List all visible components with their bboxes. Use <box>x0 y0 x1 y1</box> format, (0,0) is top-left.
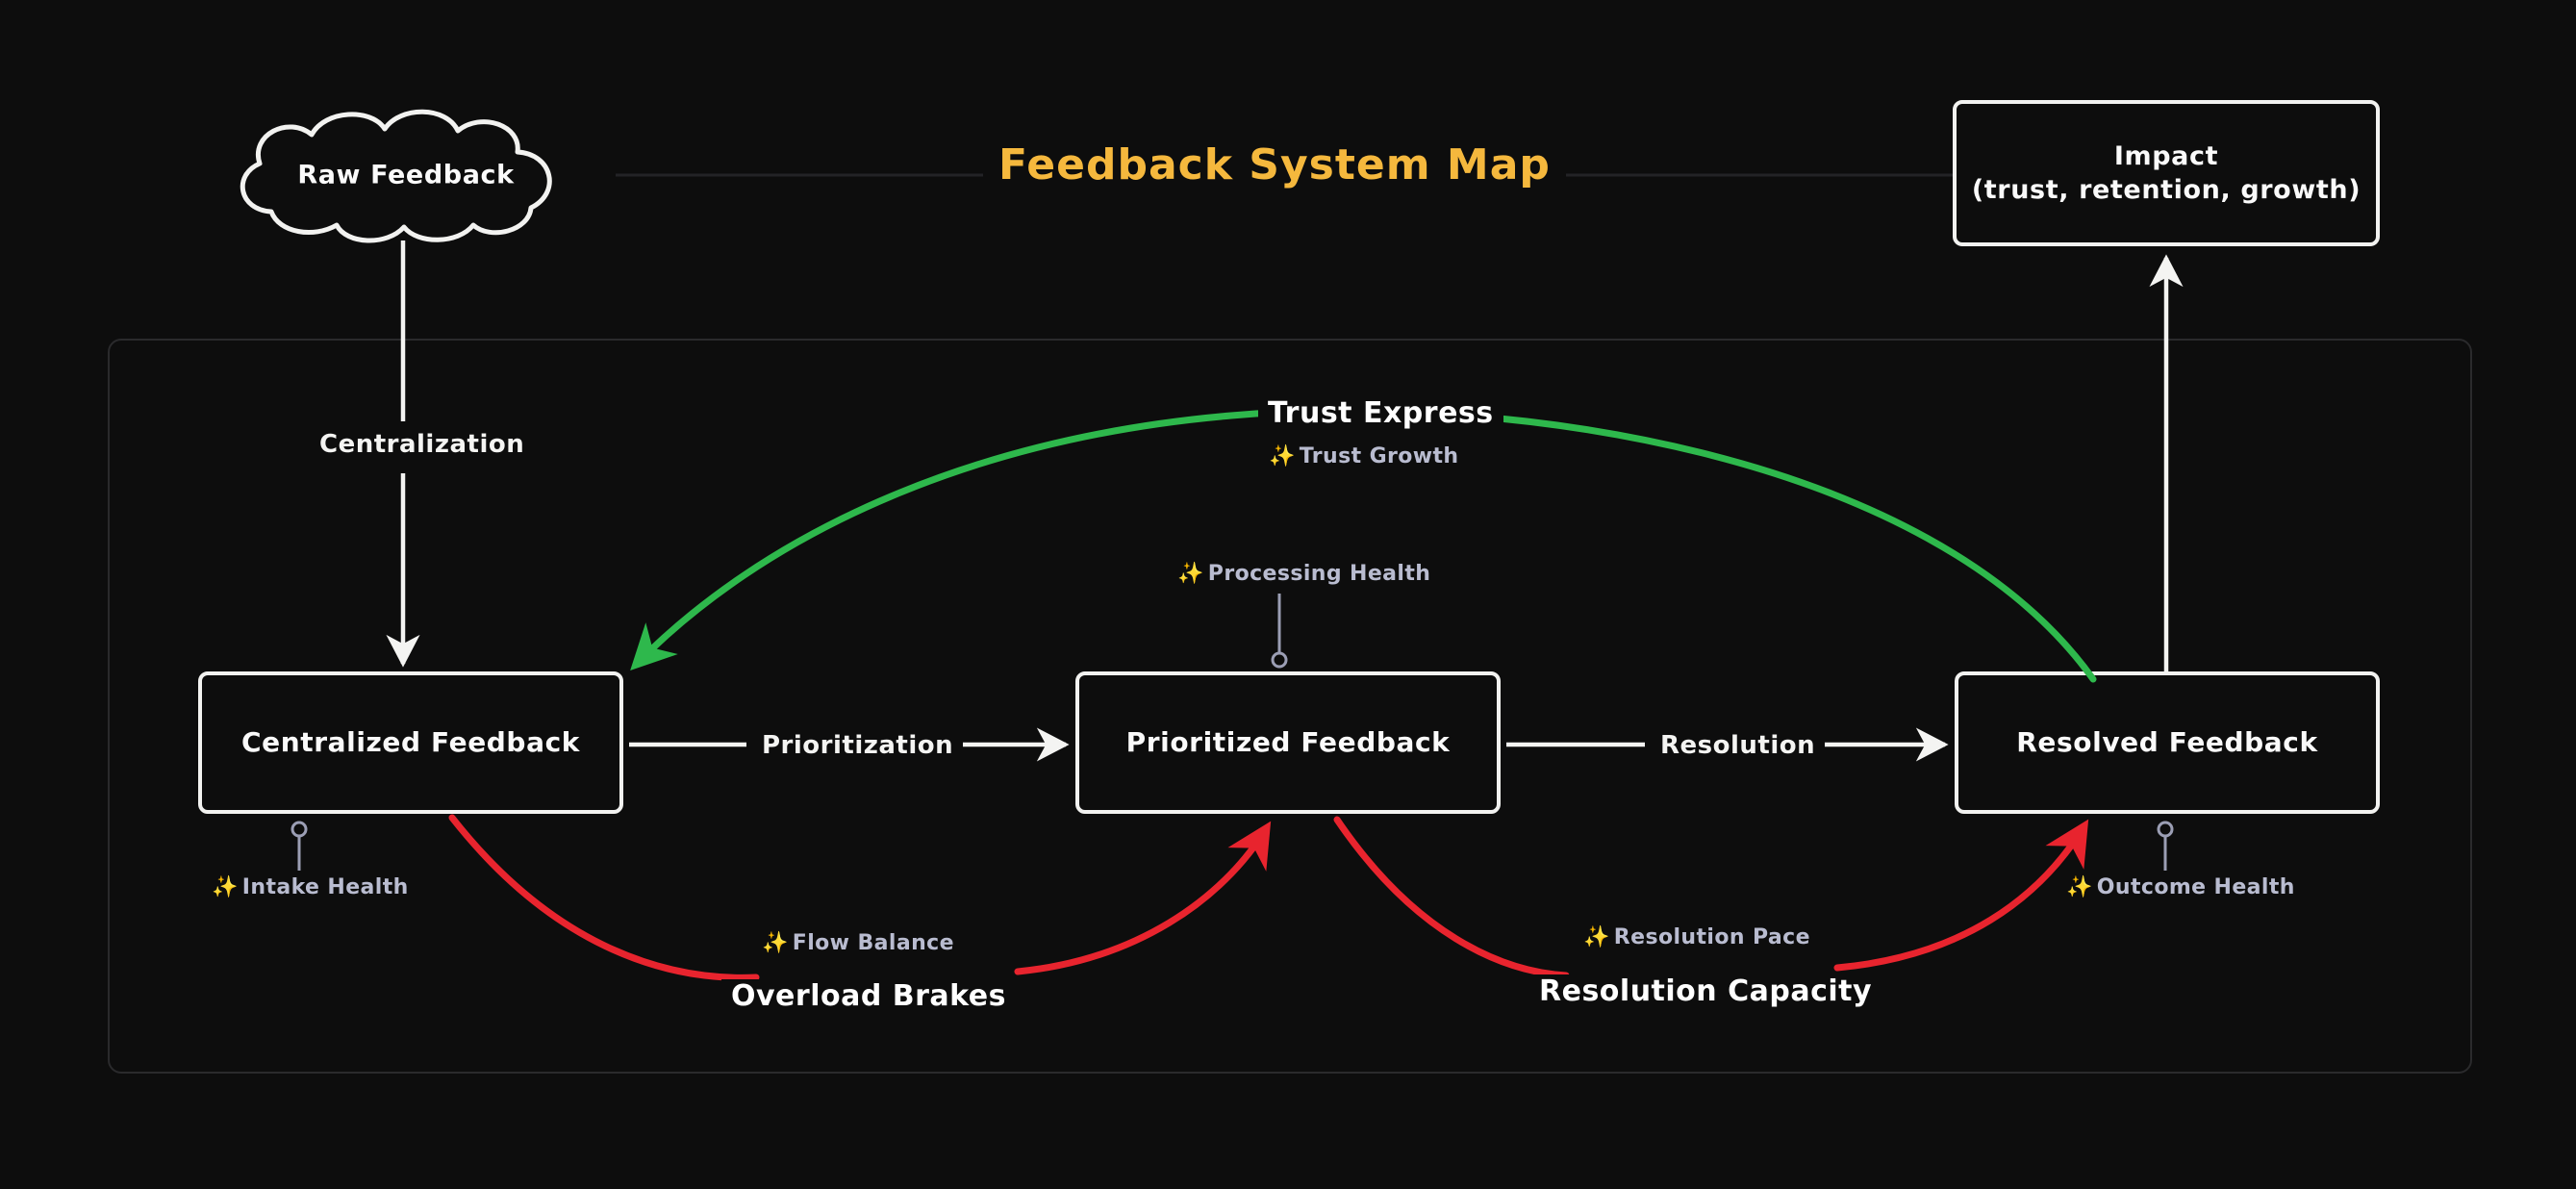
node-centralized-feedback-label: Centralized Feedback <box>240 725 580 758</box>
metric-dot-intake-health <box>290 821 308 838</box>
node-impact-line1: Impact <box>2113 140 2219 171</box>
loop-label-trust-express: Trust Express <box>1258 396 1503 430</box>
sparkles-icon: ✨ <box>212 875 239 899</box>
loop-label-overload-brakes: Overload Brakes <box>721 979 1017 1013</box>
system-boundary-panel <box>108 339 2472 1074</box>
loop-resolution-capacity-curve-arrow <box>1833 819 2089 972</box>
metric-dot-processing-health <box>1271 651 1288 669</box>
loop-overload-brakes-curve-arrow <box>1014 821 1272 975</box>
metric-resolution-pace-label: Resolution Pace <box>1613 925 1810 949</box>
loop-label-resolution-capacity: Resolution Capacity <box>1529 974 1882 1008</box>
edge-label-prioritization: Prioritization <box>752 731 964 760</box>
metric-flow-balance-label: Flow Balance <box>792 931 954 955</box>
cloud-shape-icon <box>240 109 552 243</box>
node-impact-line2: (trust, retention, growth) <box>1971 175 2361 205</box>
metric-outcome-health-label: Outcome Health <box>2096 875 2295 899</box>
node-prioritized-feedback-label: Prioritized Feedback <box>1125 725 1451 758</box>
metric-dot-outcome-health <box>2157 821 2174 838</box>
node-resolved-feedback-label: Resolved Feedback <box>2016 725 2318 758</box>
page-title: Feedback System Map <box>983 140 1566 190</box>
metric-intake-health: ✨Intake Health <box>206 875 415 899</box>
node-prioritized-feedback[interactable]: Prioritized Feedback <box>1075 671 1501 814</box>
node-raw-feedback[interactable]: Raw Feedback <box>200 104 612 246</box>
sparkles-icon: ✨ <box>1583 925 1610 949</box>
sparkles-icon: ✨ <box>1269 444 1296 468</box>
metric-trust-growth: ✨Trust Growth <box>1263 444 1465 468</box>
node-impact[interactable]: Impact (trust, retention, growth) <box>1953 100 2380 246</box>
node-centralized-feedback[interactable]: Centralized Feedback <box>198 671 623 814</box>
loop-overload-brakes-curve <box>448 814 760 981</box>
metric-processing-health-label: Processing Health <box>1207 562 1431 586</box>
metric-intake-health-label: Intake Health <box>241 875 409 899</box>
node-resolved-feedback[interactable]: Resolved Feedback <box>1955 671 2380 814</box>
metric-outcome-health: ✨Outcome Health <box>2060 875 2301 899</box>
metric-resolution-pace: ✨Resolution Pace <box>1578 925 1816 949</box>
metric-processing-health: ✨Processing Health <box>1172 562 1437 586</box>
edge-label-centralization: Centralization <box>310 430 535 459</box>
node-raw-feedback-label: Raw Feedback <box>297 160 515 190</box>
metric-trust-growth-label: Trust Growth <box>1299 444 1459 468</box>
sparkles-icon: ✨ <box>2066 875 2093 899</box>
loop-resolution-capacity-curve <box>1333 816 1570 979</box>
metric-flow-balance: ✨Flow Balance <box>756 931 960 955</box>
sparkles-icon: ✨ <box>1177 562 1204 586</box>
node-impact-text: Impact (trust, retention, growth) <box>1958 139 2374 207</box>
edge-label-resolution: Resolution <box>1651 731 1826 760</box>
sparkles-icon: ✨ <box>762 931 789 955</box>
